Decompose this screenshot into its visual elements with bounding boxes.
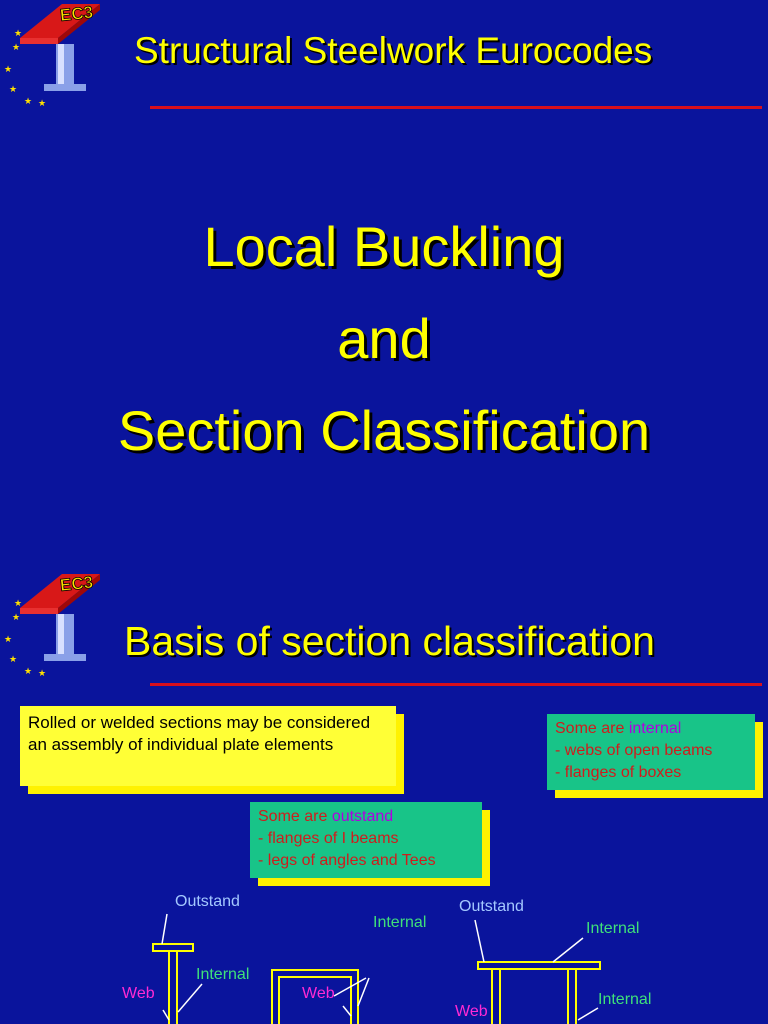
section-diagrams [152, 913, 601, 1024]
ec3-logo: ★ ★ ★ ★ ★ ★ EC3 [4, 572, 100, 679]
internal-note-item: - webs of open beams [555, 742, 713, 759]
header-rule [150, 683, 762, 686]
svg-text:★: ★ [9, 655, 17, 665]
label-outstand-1: Outstand [175, 893, 240, 910]
svg-text:★: ★ [24, 667, 32, 677]
outstand-keyword: outstand [331, 808, 394, 825]
eu-stars-icon: ★ ★ ★ ★ ★ ★ [4, 599, 46, 679]
svg-text:★: ★ [9, 85, 17, 95]
internal-note-heading: Some are internal [555, 720, 682, 737]
label-internal-2: Internal [373, 914, 427, 931]
eu-stars-icon: ★ ★ ★ ★ ★ ★ [4, 29, 46, 109]
content-slide: ★ ★ ★ ★ ★ ★ EC3 Basis of section classificat… [0, 548, 768, 1024]
title-slide: ★ ★ ★ ★ ★ ★ EC3 Structural Steelwork Eurocod… [4, 2, 762, 462]
label-internal-3: Internal [586, 920, 640, 937]
slide-title: Basis of section classification [124, 618, 655, 664]
i-section-diagram [152, 943, 194, 1024]
wide-i-section-diagram [477, 961, 601, 1024]
svg-text:★: ★ [4, 635, 12, 645]
svg-text:★: ★ [4, 65, 12, 75]
label-web-1: Web [122, 985, 155, 1002]
outstand-note-item: - legs of angles and Tees [258, 852, 436, 869]
svg-text:★: ★ [24, 97, 32, 107]
svg-text:★: ★ [38, 669, 46, 679]
header-title: Structural Steelwork Eurocodes [134, 30, 653, 71]
box-section-diagram [271, 969, 359, 1024]
intro-note-text: Rolled or welded sections may be conside… [28, 713, 371, 754]
svg-text:★: ★ [12, 613, 20, 623]
outstand-note: Some are outstand - flanges of I beams -… [250, 802, 482, 878]
internal-note: Some are internal - webs of open beams -… [547, 714, 755, 790]
ec3-logo: ★ ★ ★ ★ ★ ★ EC3 [4, 2, 100, 109]
header-rule [150, 106, 762, 109]
svg-text:★: ★ [14, 29, 22, 39]
svg-text:★: ★ [14, 599, 22, 609]
internal-note-item: - flanges of boxes [555, 764, 682, 781]
label-outstand-2: Outstand [459, 898, 524, 915]
svg-text:★: ★ [12, 43, 20, 53]
slide-title-line-2: and [337, 307, 431, 370]
outstand-note-heading: Some are outstand [258, 808, 394, 825]
label-web-3: Web [455, 1003, 488, 1020]
logo-text: EC3 [59, 573, 94, 595]
logo-text: EC3 [59, 3, 94, 25]
outstand-note-item: - flanges of I beams [258, 830, 399, 847]
leader-lines [161, 913, 599, 1021]
intro-note: Rolled or welded sections may be conside… [20, 706, 396, 786]
i-beam-icon [20, 4, 100, 91]
internal-keyword: internal [628, 720, 682, 737]
label-internal-1: Internal [196, 966, 250, 983]
slide-title-line-3: Section Classification [117, 399, 651, 462]
label-internal-4: Internal [598, 991, 652, 1008]
i-beam-icon [20, 574, 100, 661]
label-web-2: Web [302, 985, 335, 1002]
slide-title-line-1: Local Buckling [203, 215, 565, 278]
svg-text:★: ★ [38, 99, 46, 109]
